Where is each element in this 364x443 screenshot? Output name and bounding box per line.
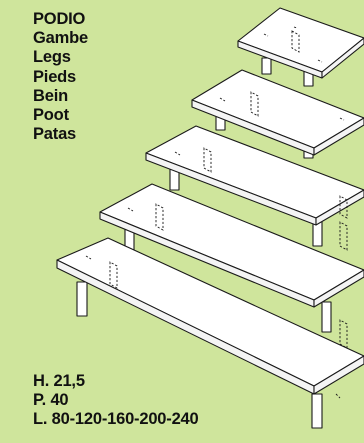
board-top <box>237 7 364 73</box>
hidden-lines <box>263 26 323 63</box>
hidden-lines <box>219 91 345 121</box>
board-side <box>321 37 364 79</box>
platform-120 <box>191 69 364 159</box>
platform-240 <box>56 237 364 429</box>
platform-80 <box>237 7 364 87</box>
hidden-lines <box>85 255 348 399</box>
leg-back <box>311 393 323 429</box>
board-side <box>315 189 364 226</box>
board-side <box>313 355 364 395</box>
depth-spec: P. 40 <box>33 391 69 410</box>
dimension-specs: H. 21,5 P. 40 L. 80-120-160-200-240 <box>33 372 199 430</box>
height-spec: H. 21,5 <box>33 372 85 390</box>
board-side <box>313 269 364 308</box>
hidden-lines <box>174 147 348 219</box>
product-name-es: Patas <box>33 125 77 144</box>
product-name-nl: Poot <box>33 106 69 125</box>
product-name-fr: Pieds <box>33 67 77 86</box>
hidden-lines <box>127 203 348 251</box>
product-name-en: Legs <box>33 48 71 67</box>
platform-200 <box>99 183 364 333</box>
product-names: PODIO Gambe Legs Pieds Bein Poot Patas <box>33 10 88 144</box>
product-name-it: Gambe <box>33 29 88 48</box>
leg-back <box>321 301 332 333</box>
length-spec: L. 80-120-160-200-240 <box>33 410 199 429</box>
leg-front <box>261 57 272 75</box>
product-name-de: Bein <box>33 86 68 105</box>
leg-front <box>76 281 88 317</box>
board-side <box>313 117 364 156</box>
platform-160 <box>145 125 364 247</box>
product-name-main: PODIO <box>33 10 86 28</box>
